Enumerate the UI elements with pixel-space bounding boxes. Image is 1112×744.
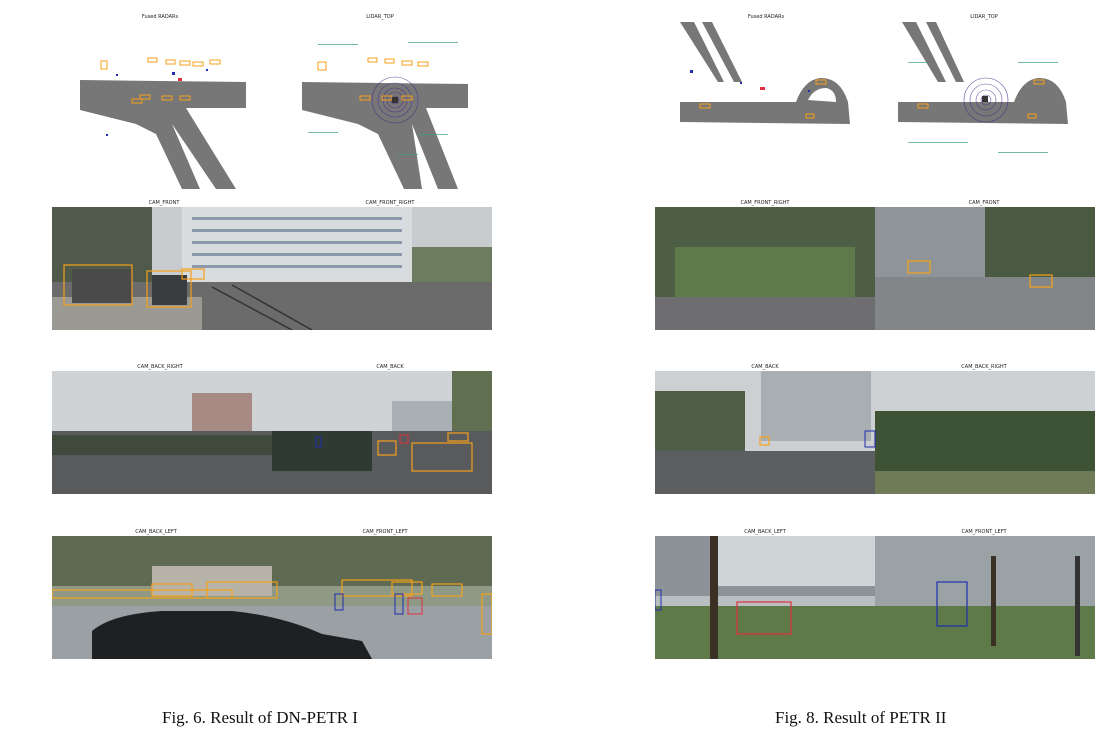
camera-row-side: [655, 536, 1095, 659]
cam-label: CAM_BACK_RIGHT: [137, 364, 183, 370]
lidar-bev-map: [298, 24, 468, 189]
camera-row-front: [52, 207, 492, 330]
lidar-bev-map: [898, 22, 1068, 187]
cam-label: CAM_FRONT_LEFT: [362, 529, 408, 535]
cam-label: CAM_BACK_LEFT: [744, 529, 786, 535]
camera-row-back: [52, 371, 492, 494]
cam-label: CAM_BACK_LEFT: [135, 529, 177, 535]
cam-label: CAM_BACK_RIGHT: [961, 364, 1007, 370]
cam-label: CAM_BACK: [751, 364, 779, 370]
bev-label-lidar: LIDAR_TOP: [970, 14, 998, 20]
figure-caption: Fig. 8. Result of PETR II: [775, 708, 947, 727]
bev-label-radar: Fused RADARs: [747, 14, 785, 20]
radar-bev-map: [76, 24, 246, 189]
cam-label: CAM_FRONT: [148, 200, 180, 206]
camera-row-back: [655, 371, 1095, 494]
radar-bev-map: [680, 22, 850, 152]
cam-label: CAM_FRONT_RIGHT: [365, 200, 415, 206]
cam-label: CAM_FRONT_RIGHT: [740, 200, 790, 206]
cam-label: CAM_FRONT: [968, 200, 1000, 206]
figure-caption: Fig. 6. Result of DN-PETR I: [162, 708, 358, 727]
bev-label-lidar: LIDAR_TOP: [366, 14, 394, 20]
camera-row-front: [655, 207, 1095, 330]
cam-label: CAM_FRONT_LEFT: [961, 529, 1007, 535]
cam-label: CAM_BACK: [376, 364, 404, 370]
bev-label-radar: Fused RADARs: [141, 14, 179, 20]
camera-row-side: [52, 536, 492, 659]
